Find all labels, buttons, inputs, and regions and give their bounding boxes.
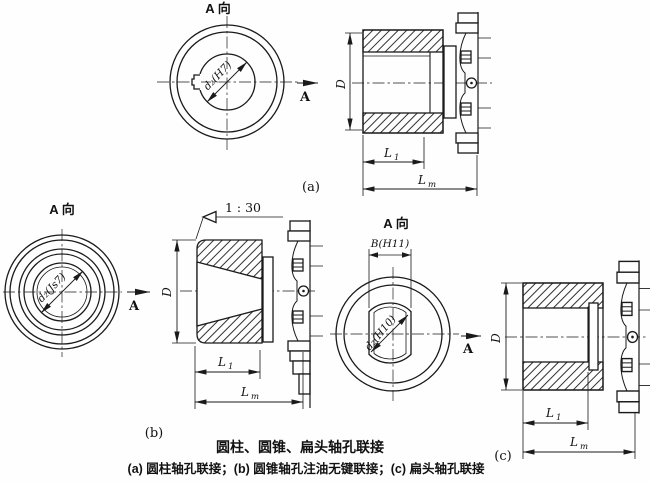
L1-sub-a: 1	[394, 153, 399, 163]
L1-sub-b: 1	[228, 362, 233, 372]
subfigure-tag-b: (b)	[145, 426, 163, 441]
bore-dim-label-b: d₂(Js7)	[35, 271, 68, 305]
Lm-label-b: L	[240, 385, 249, 399]
Lm-sub-c: m	[580, 442, 588, 452]
L1-sub-c: 1	[556, 413, 561, 423]
dia-dim-label-c: D	[489, 333, 503, 344]
view-label-b: A 向	[49, 202, 75, 217]
dia-dim-label-a: D	[334, 79, 348, 90]
view-direction-letter-a: A	[299, 90, 311, 105]
bore-dim-label-a: d₂(H7)	[201, 59, 234, 92]
hub-outline-a	[362, 29, 444, 134]
keyway-mask	[191, 74, 201, 90]
view-b-front: d₂(Js7) A A 向	[3, 202, 150, 357]
view-a-front: d₂(H7) A A 向	[157, 1, 318, 150]
bore-dim-line-b	[40, 270, 84, 314]
Lm-sub-a: m	[428, 180, 436, 190]
L1-label-c: L	[545, 406, 554, 420]
Lm-label-c: L	[569, 435, 578, 449]
view-label-a: A 向	[205, 1, 231, 16]
flange-lower-hub-b	[298, 373, 311, 395]
taper-bore-b	[196, 261, 263, 327]
L1-label-b: L	[217, 355, 226, 369]
subfigure-tag-c: (c)	[494, 449, 511, 464]
taper-label-b: 1 : 30	[225, 200, 261, 215]
width-dim-arrow-left	[369, 252, 378, 258]
hub-top-band-a	[362, 29, 444, 53]
bore-dim-line-c	[370, 314, 409, 353]
dia-dim-label-b: D	[160, 287, 174, 298]
flat-bore-outer-c	[368, 302, 412, 364]
taper-flag-icon	[201, 210, 217, 224]
figure-caption: (a) 圆柱轴孔联接；(b) 圆锥轴孔注油无键联接；(c) 扁头轴孔联接	[128, 461, 485, 476]
end-plate-a	[443, 45, 457, 119]
width-dim-arrow-right	[402, 252, 411, 258]
Lm-sub-b: m	[251, 392, 259, 402]
L1-label-a: L	[383, 146, 392, 160]
end-plate-b	[262, 256, 274, 343]
view-c-front: B(H11) A 向 d₂(H10) A	[330, 216, 481, 401]
hub-outline-c	[522, 282, 604, 391]
view-direction-letter-b: A	[128, 299, 140, 314]
subfigure-tag-a: (a)	[302, 180, 320, 195]
flat-bore-inner-c	[373, 306, 407, 360]
Lm-label-a: L	[417, 173, 426, 187]
view-a-section: D L 1 L m (a)	[302, 11, 492, 196]
keyway-notch	[191, 74, 200, 90]
flange-lower-step-b	[292, 360, 311, 375]
width-dim-label-c: B(H11)	[370, 238, 409, 250]
hub-bottom-band-a	[362, 112, 444, 134]
view-c-section: D L 1 L m (c)	[489, 259, 650, 464]
end-plate-c	[588, 302, 599, 371]
bore-dim-line-a	[206, 61, 248, 103]
view-label-c: A 向	[383, 216, 409, 231]
view-b-section: 1 : 30 D L 1 L m (b)	[145, 200, 324, 441]
figure-title: 圆柱、圆锥、扁头轴孔联接	[216, 439, 384, 455]
view-direction-letter-c: A	[462, 342, 474, 357]
